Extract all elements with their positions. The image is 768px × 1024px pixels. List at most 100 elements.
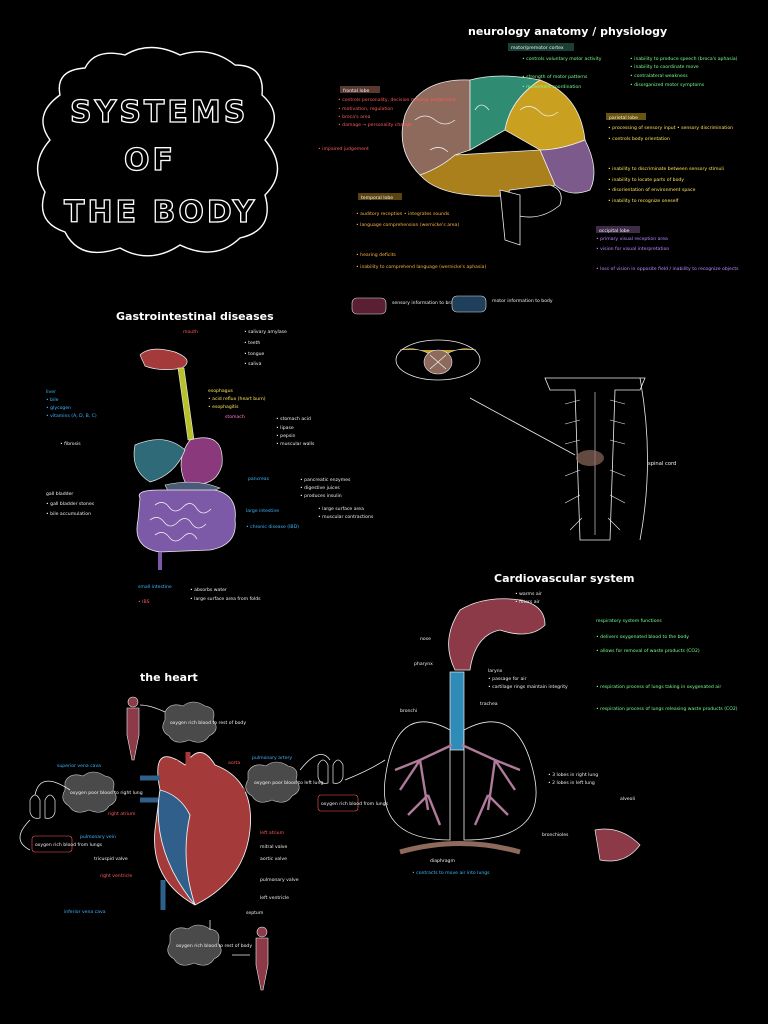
gi-note-eso-1: • acid reflux (heart burn) [208, 396, 266, 402]
gi-note-mouth-3: • tongue [244, 351, 265, 357]
mitral-label: mitral valve [260, 844, 288, 850]
heart-heading: the heart [140, 671, 198, 684]
bubble-5: oxygen rich blood from lungs [317, 794, 389, 812]
note-motor-r3: • contralateral weakness [630, 73, 688, 79]
gi-note-sm-1: • absorbs water [190, 587, 227, 593]
septum-label: septum [246, 910, 264, 916]
gi-note-liv-2: • glycogen [46, 405, 71, 411]
bubble-2-text: oxygen poor blood to left lung [254, 780, 323, 786]
bubble-3-text: oxygen poor blood to right lung [70, 790, 143, 796]
gi-note-lg-2: • muscular contractions [318, 514, 374, 520]
gi-mouth-label: mouth [183, 329, 198, 335]
descending-note: motor information to body [492, 298, 553, 304]
gi-note-eso-2: • esophagitis [208, 404, 239, 410]
title-line-2: OF [124, 143, 176, 178]
bubble-6-text: oxygen rich blood to rest of body [176, 943, 252, 949]
gi-note-liv-4: • fibrosis [60, 441, 81, 447]
bronchi-label: bronchi [400, 708, 417, 714]
gi-note-mouth-2: • teeth [244, 340, 260, 346]
lungs-icon-left [29, 794, 56, 819]
stomach-shape [180, 437, 223, 485]
aorta-label: aorta [228, 760, 240, 766]
ascending-note: sensory information to brain [392, 300, 457, 306]
note-occipital-2: • vision for visual interpretation [596, 246, 669, 252]
frontal-label: frontal lobe [343, 88, 369, 94]
bubble-4: oxygen rich blood from lungs [31, 835, 103, 853]
bubble-6: oxygen rich blood to rest of body [167, 924, 252, 966]
bubble-5-text: oxygen rich blood from lungs [321, 801, 389, 807]
parietal-label-box [606, 113, 646, 120]
gi-diagram [133, 348, 236, 570]
gi-note-liv-1: • bile [46, 397, 59, 403]
cardio-note-t1: • passage for air [488, 676, 527, 682]
heart-right-side [157, 789, 196, 906]
title-line-3: THE BODY [64, 195, 257, 230]
gi-large-label: large intestine [246, 508, 279, 514]
note-motor-r1: • inability to produce speech (broca's a… [630, 56, 738, 62]
cardio-note-r4: • respiration process of lungs releasing… [596, 706, 738, 712]
la-label: left atrium [260, 830, 285, 836]
bubble-4-text: oxygen rich blood from lungs [35, 842, 103, 848]
note-motor-r4: • disorganized motor symptoms [630, 82, 705, 88]
gi-esophagus-label: esophagus [208, 388, 233, 394]
cardio-note-r2: • allows for removal of waste products (… [596, 648, 700, 654]
gi-note-gb-2: • bile accumulation [46, 511, 91, 517]
spinal-cross-section [395, 339, 576, 456]
bubble-1-text: oxygen rich blood to rest of body [170, 720, 246, 726]
ascending-legend: sensory information to brain [351, 297, 457, 315]
cardio-note-l2: • 2 lobes in left lung [548, 780, 595, 786]
gi-note-sto-2: • lipase [276, 425, 294, 431]
gi-note-sto-3: • pepsin [276, 433, 295, 439]
pa-label: pulmonary artery [252, 755, 292, 761]
aortic-valve-label: aortic valve [260, 856, 287, 862]
motor-cortex-label: motor/premotor cortex [511, 45, 564, 51]
gi-note-lg-3: • chronic disease (IBD) [246, 524, 299, 530]
motor-label-box [508, 43, 574, 51]
gi-gallbladder-label: gall bladder [46, 491, 73, 497]
cardio-note-r3: • respiration process of lungs taking in… [596, 684, 721, 690]
note-temporal-3: • hearing deficits [356, 252, 396, 258]
note-parietal-5: • disorientation of environment space [608, 187, 696, 193]
note-occipital-3: • loss of vision in opposite field / ina… [596, 266, 739, 272]
temporal-label-box [358, 193, 402, 200]
note-frontal-1: • controls personality, decision making,… [338, 97, 456, 103]
alveoli-label: alveoli [620, 796, 635, 802]
gi-note-mouth-4: • saliva [244, 361, 262, 367]
heart-diagram [140, 752, 251, 910]
bronchioles-label: bronchioles [542, 832, 569, 838]
gi-liver-label: liver [46, 389, 56, 395]
intestines-shape [136, 489, 236, 553]
trachea-label: trachea [480, 701, 498, 707]
note-temporal-4: • inability to comprehend language (wern… [356, 264, 486, 270]
note-temporal-2: • language comprehension (wernicke's are… [356, 222, 459, 228]
cardio-note-t2: • cartilage rings maintain integrity [488, 684, 568, 690]
temporal-label: temporal lobe [361, 195, 393, 201]
cardio-note-r1: • delivers oxygenated blood to the body [596, 634, 689, 640]
trachea-shape [449, 671, 465, 751]
nasal-shape [448, 598, 546, 671]
gi-stomach-label: stomach [225, 414, 245, 420]
brain-stem [499, 189, 521, 246]
cardio-note-n2: • filters air [515, 599, 540, 605]
gi-note-pan-2: • digestive juices [300, 485, 340, 491]
cardio-note-n1: • warms air [515, 591, 542, 597]
gi-note-gb-1: • gall bladder stones [46, 501, 95, 507]
gi-note-sm-3: • IBS [138, 599, 150, 605]
svc-label: superior vena cava [57, 763, 101, 769]
diaphragm-label: diaphragm [430, 858, 455, 864]
alveoli-shape [594, 828, 641, 862]
person-icon-top [126, 696, 140, 761]
gi-note-pan-1: • pancreatic enzymes [300, 477, 351, 483]
pv-label: pulmonary vein [80, 834, 116, 840]
note-motor-1: • controls voluntary motor activity [522, 56, 602, 62]
lv-label: left ventricle [260, 895, 289, 901]
note-parietal-3: • inability to discriminate between sens… [608, 166, 724, 172]
frontal-label-box [340, 86, 380, 93]
rv-label: right ventricle [100, 873, 132, 879]
gi-note-sto-1: • stomach acid [276, 416, 311, 422]
note-frontal-3: • broca's area [338, 114, 371, 120]
note-parietal-6: • inability to recognize oneself [608, 198, 679, 204]
gi-note-mouth-1: • salivary amylase [244, 329, 287, 335]
cardio-note-d1: • contracts to move air into lungs [412, 870, 490, 876]
note-parietal-4: • inability to locate parts of body [608, 177, 684, 183]
